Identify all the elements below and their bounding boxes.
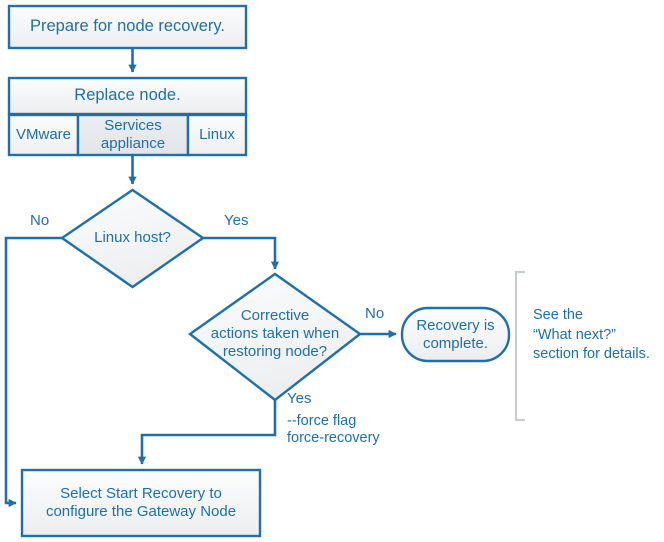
platform-cell-vmware [7, 113, 80, 157]
edge-label-corrective-yes: Yes [287, 390, 312, 407]
node-corrective-diamond [187, 272, 363, 402]
node-replace-box [7, 76, 248, 116]
note-bracket [514, 270, 525, 422]
node-prepare-box [7, 4, 248, 50]
platform-cell-linux [186, 113, 248, 157]
connector-linux-host-no [4, 236, 62, 508]
note-what-next: See the “What next?” section for details… [533, 307, 650, 363]
edge-label-linux-host-no: No [30, 212, 50, 229]
node-start-recovery-box [20, 468, 262, 538]
node-recovery-complete-box [400, 306, 511, 363]
node-linux-host-diamond [59, 188, 206, 289]
edge-label-corrective-no: No [365, 305, 385, 322]
platform-cell-services-appliance [76, 113, 190, 157]
connector-linux-host-yes [203, 236, 280, 270]
connector-corrective-yes [137, 400, 277, 465]
edge-label-linux-host-yes: Yes [224, 212, 249, 229]
edge-label-force-flag: --force flag force-recovery [287, 413, 380, 447]
